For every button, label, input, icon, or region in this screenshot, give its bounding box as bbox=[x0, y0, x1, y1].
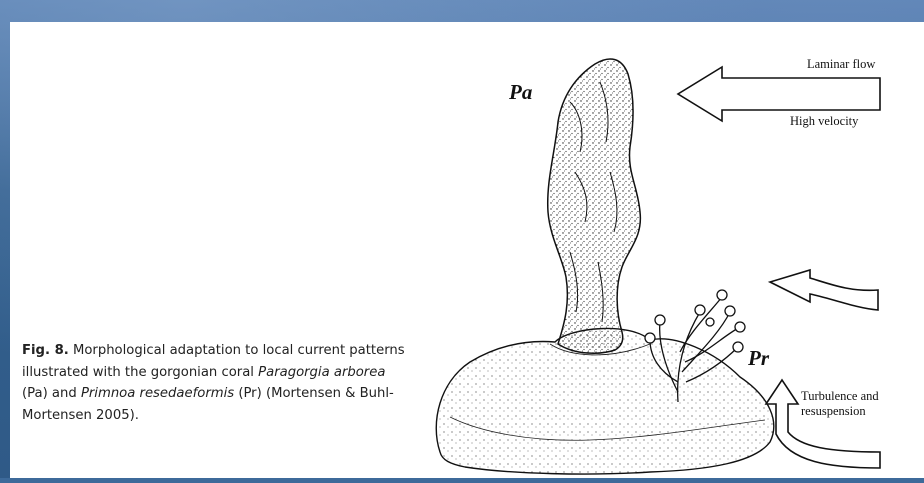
caption-species-2: Primnoa resedaeformis bbox=[81, 386, 234, 401]
label-paragorgia: Pa bbox=[509, 80, 532, 105]
caption-species-1: Paragorgia arborea bbox=[258, 365, 385, 380]
paragorgia-colony bbox=[548, 59, 641, 353]
label-laminar-flow: Laminar flow bbox=[807, 57, 875, 72]
laminar-flow-arrow bbox=[678, 67, 880, 121]
label-high-velocity: High velocity bbox=[790, 114, 858, 129]
caption-fig-label: Fig. 8. bbox=[22, 343, 69, 358]
label-primnoa: Pr bbox=[748, 346, 769, 371]
middle-flow-arrow bbox=[770, 270, 878, 310]
figure-page: Pa Pr Laminar flow High velocity Turbule… bbox=[10, 22, 924, 478]
figure-caption: Fig. 8. Morphological adaptation to loca… bbox=[22, 340, 412, 426]
label-turbulence-line2: resuspension bbox=[801, 404, 866, 418]
label-turbulence-line1: Turbulence and bbox=[801, 389, 879, 403]
caption-text-2: (Pa) and bbox=[22, 386, 81, 401]
label-turbulence: Turbulence and resuspension bbox=[801, 389, 911, 419]
